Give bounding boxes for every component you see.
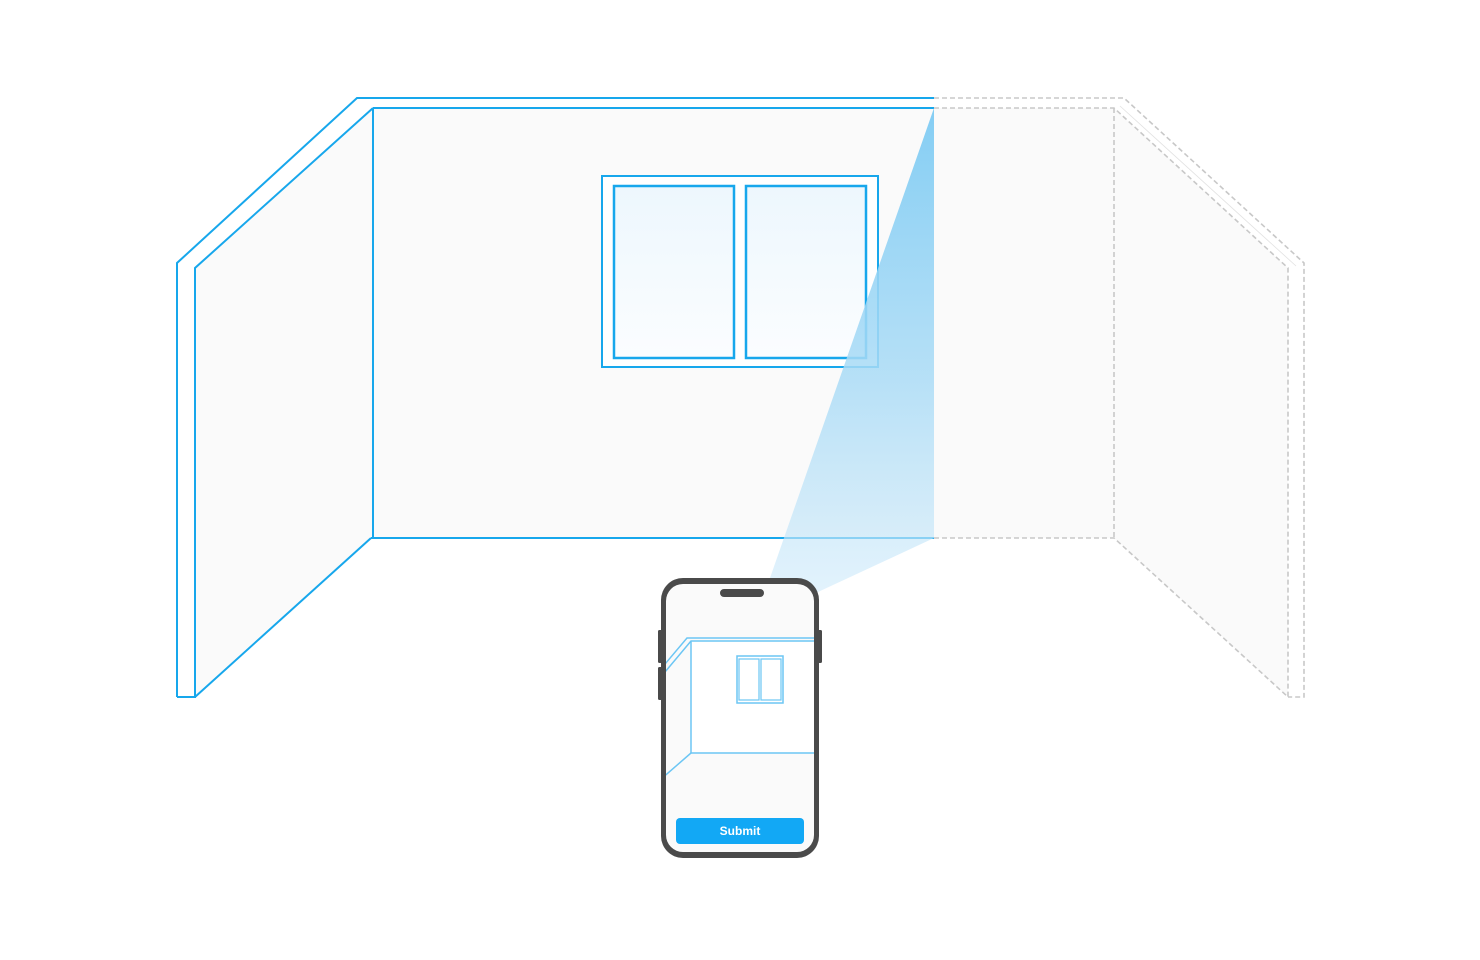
unscanned-wall: [934, 97, 1305, 698]
phone-screen-preview: [666, 637, 814, 781]
window: [601, 175, 879, 368]
left-wall: [176, 97, 934, 698]
camera-beam: [770, 108, 934, 592]
phone: [658, 578, 822, 858]
submit-button[interactable]: Submit: [676, 818, 804, 844]
phone-notch: [720, 589, 764, 597]
